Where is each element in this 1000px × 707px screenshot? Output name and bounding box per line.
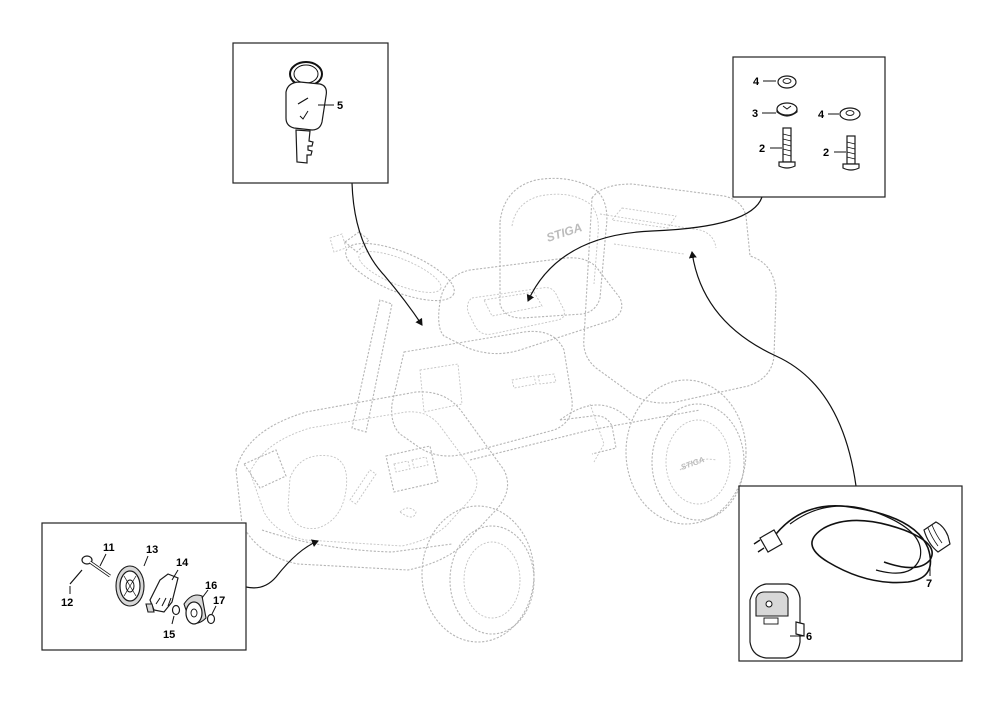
spacer-icon	[776, 102, 798, 117]
callout-5: 5	[337, 100, 343, 112]
callout-12: 12	[61, 597, 73, 609]
leader-front-parts	[245, 539, 319, 589]
callout-4a: 4	[753, 76, 760, 88]
small-washer-icon	[171, 604, 181, 616]
front-wheel-disc-icon	[115, 565, 145, 607]
pin-icon	[81, 555, 111, 578]
ignition-key-illustration	[285, 61, 327, 164]
callout-2a: 2	[759, 143, 765, 155]
washer-icon	[777, 75, 797, 89]
callout-4b: 4	[818, 109, 825, 121]
charging-cable-illustration	[753, 505, 951, 584]
leader-hardware	[526, 196, 763, 302]
callout-7: 7	[926, 578, 932, 590]
callout-16: 16	[205, 580, 217, 592]
callout-11: 11	[103, 542, 115, 554]
callout-2b: 2	[823, 147, 829, 159]
nut-icon	[206, 613, 216, 625]
callout-3: 3	[752, 108, 758, 120]
callout-13: 13	[146, 544, 158, 556]
charger-parts-box: 7 6	[738, 485, 963, 662]
leader-charger	[688, 251, 857, 487]
callout-14: 14	[176, 557, 189, 569]
seat-brand-text: STIGA	[545, 220, 584, 245]
charger-unit-illustration	[749, 583, 805, 659]
callout-15: 15	[163, 629, 175, 641]
callout-6: 6	[806, 631, 812, 643]
key-parts-box: 5	[232, 42, 389, 184]
mower-outline: STIGA STIGA	[235, 177, 777, 643]
leader-key	[351, 182, 423, 326]
wheel-brand-text: STIGA	[680, 455, 706, 472]
fastener-parts-box: 4 3 2 4 2	[732, 56, 886, 198]
bolt-icon-right	[842, 135, 860, 171]
knob-icon	[183, 594, 207, 625]
washer-icon-right	[839, 107, 861, 121]
bracket-icon	[145, 573, 179, 613]
bolt-icon	[778, 127, 796, 169]
leader-lines	[245, 182, 857, 589]
front-parts-box: 11 12 13 14 15 16	[41, 522, 247, 651]
callout-17: 17	[213, 595, 225, 607]
clip-icon	[69, 569, 83, 585]
